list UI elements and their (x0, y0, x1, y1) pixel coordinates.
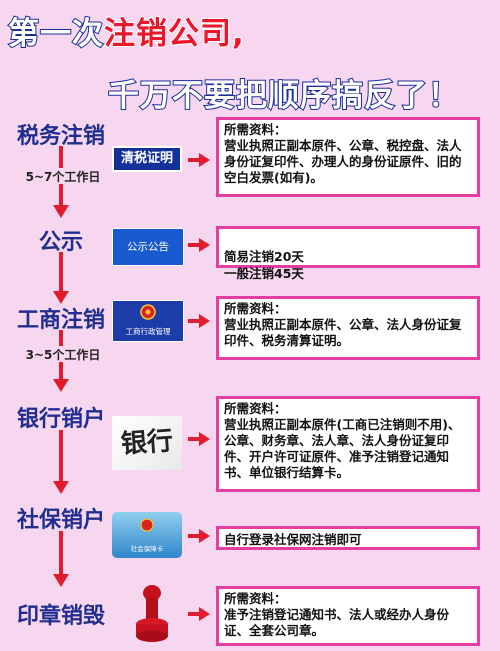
tax-materials-box: 所需资料： 营业执照正副本原件、公章、税控盘、法人身份证复印件、办理人的身份证原… (216, 117, 480, 197)
materials-label: 所需资料： (224, 591, 287, 606)
public-notice-box: 简易注销20天 一般注销45天 (216, 226, 480, 281)
tax-clearance-image-text: 清税证明 (120, 151, 173, 166)
down-arrow-icon (53, 574, 69, 587)
materials-text: 准予注销登记通知书、法人或经办人身份证、全套公司章。 (224, 607, 450, 638)
down-arrow-icon (53, 291, 69, 304)
flow-line (59, 184, 63, 206)
business-materials-box: 所需资料： 营业执照正副本原件、公章、法人身份证复印件、税务清算证明。 (216, 296, 480, 360)
down-arrow-icon (53, 205, 69, 218)
right-arrow-icon (188, 607, 210, 621)
tax-clearance-image: 清税证明 (112, 146, 182, 172)
right-arrow-icon (188, 529, 210, 543)
step-business-deregistration: 工商注销 (16, 308, 105, 333)
bank-materials-box: 所需资料： 营业执照正副本原件(工商已注销则不用)、公章、财务章、法人章、法人身… (216, 396, 480, 492)
notice-duration-text: 简易注销20天 一般注销45天 (224, 249, 304, 281)
bank-image-text: 银行 (120, 426, 174, 460)
public-notice-image-text: 公示公告 (127, 241, 169, 253)
step-tax-days: 5~7个工作日 (25, 170, 101, 184)
right-arrow-icon (188, 238, 210, 252)
stamp-icon (136, 585, 168, 642)
title-part1: 第一次 (7, 15, 104, 53)
title-part2: 注销公司, (103, 15, 245, 53)
materials-text: 营业执照正副本原件、公章、法人身份证复印件、税务清算证明。 (224, 317, 462, 348)
social-security-card-image: 社会保障卡 (112, 512, 182, 558)
materials-label: 所需资料： (224, 301, 287, 316)
social-security-box: 自行登录社保网注销即可 (216, 526, 480, 550)
materials-text: 营业执照正副本原件、公章、税控盘、法人身份证复印件、办理人的身份证原件、旧的空白… (224, 138, 462, 185)
right-arrow-icon (188, 314, 210, 328)
public-notice-image: 公示公告 (112, 228, 184, 266)
flow-line (59, 330, 63, 346)
step-bank-account-closure: 银行销户 (16, 407, 105, 432)
seal-stamp-image (130, 584, 174, 646)
flow-line (59, 146, 63, 168)
step-social-security-closure: 社保销户 (16, 508, 105, 533)
page-title-line2: 千万不要把顺序搞反了！ (107, 77, 460, 115)
business-admin-image-text: 工商行政管理 (125, 327, 171, 336)
seal-materials-box: 所需资料： 准予注销登记通知书、法人或经办人身份证、全套公司章。 (216, 586, 480, 646)
page-title-line1: 第一次注销公司, (7, 8, 338, 53)
step-tax-deregistration: 税务注销 (16, 124, 105, 149)
materials-label: 所需资料： (224, 401, 287, 416)
national-emblem-icon (140, 304, 156, 320)
step-business-days: 3~5个工作日 (25, 348, 101, 362)
national-emblem-icon (140, 518, 154, 532)
social-security-text: 自行登录社保网注销即可 (224, 532, 362, 547)
step-public-notice: 公示 (38, 230, 83, 255)
right-arrow-icon (188, 153, 210, 167)
step-seal-destruction: 印章销毁 (16, 604, 105, 629)
bank-image: 银行 (112, 416, 182, 470)
business-admin-image: 工商行政管理 (112, 300, 184, 342)
flow-line (59, 362, 63, 380)
down-arrow-icon (53, 481, 69, 494)
materials-label: 所需资料： (224, 122, 287, 137)
social-security-card-text: 社会保障卡 (130, 545, 164, 553)
flow-line (59, 430, 63, 482)
down-arrow-icon (53, 379, 69, 392)
flow-line (59, 252, 63, 292)
right-arrow-icon (188, 432, 210, 446)
flow-line (59, 531, 63, 575)
materials-text: 营业执照正副本原件(工商已注销则不用)、公章、财务章、法人章、法人身份证复印件、… (224, 417, 461, 480)
